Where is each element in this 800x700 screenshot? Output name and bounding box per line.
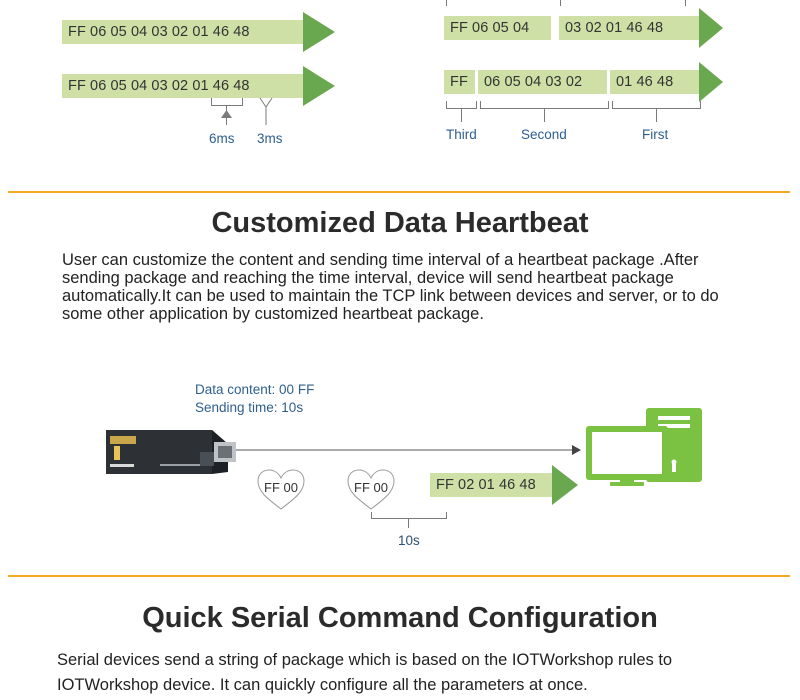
interval-10s-tick: [408, 518, 409, 528]
guide-tick-2: [560, 0, 561, 6]
serial-description: Serial devices send a string of package …: [57, 651, 673, 694]
label-second: Second: [521, 127, 567, 142]
guide-tick-1: [446, 0, 447, 6]
packet-full-2: FF 06 05 04 03 02 01 46 48: [62, 74, 315, 98]
split-row2-seg1: FF: [444, 70, 475, 94]
split-row1-seg1: FF 06 05 04: [444, 16, 551, 40]
data-content-label: Data content: 00 FF: [195, 382, 315, 397]
connection-line-arrow: [236, 445, 581, 455]
heartbeat-heart-1-icon: FF 00: [257, 469, 305, 510]
tick-third: [461, 108, 462, 122]
tick-second: [544, 108, 545, 122]
heartbeat-description: User can customize the content and sendi…: [62, 251, 719, 323]
heart-2-text: FF 00: [354, 480, 388, 495]
split-row1-arrowhead: [699, 8, 723, 48]
computer-icon: [586, 408, 702, 486]
interval-10s-bracket: [371, 512, 447, 519]
section-divider-2: [8, 575, 790, 577]
label-3ms: 3ms: [257, 131, 283, 146]
gap-6ms-pointer: [221, 110, 232, 118]
sending-time-label: Sending time: 10s: [195, 400, 304, 415]
interval-10s-label: 10s: [398, 533, 420, 548]
serial-server-device-icon: [106, 430, 236, 474]
guide-tick-3: [685, 0, 686, 6]
section-divider-1: [8, 191, 790, 193]
heartbeat-packet-arrowhead: [552, 465, 578, 505]
tick-first: [656, 108, 657, 122]
label-first: First: [642, 127, 669, 142]
label-third: Third: [446, 127, 477, 142]
serial-title: Quick Serial Command Configuration: [142, 602, 658, 634]
gap-6ms-bracket: [211, 98, 243, 106]
label-6ms: 6ms: [209, 131, 235, 146]
packet-full-1: FF 06 05 04 03 02 01 46 48: [62, 20, 315, 44]
split-row1-seg2: 03 02 01 46 48: [559, 16, 699, 40]
arrowhead-1: [303, 12, 335, 52]
gap-3ms-marker: [259, 97, 273, 125]
heartbeat-heart-2-icon: FF 00: [347, 469, 395, 510]
heartbeat-packet: FF 02 01 46 48: [430, 473, 552, 497]
heartbeat-title: Customized Data Heartbeat: [211, 207, 589, 239]
split-row2-seg2: 06 05 04 03 02: [478, 70, 607, 94]
split-row2-arrowhead: [699, 62, 723, 102]
split-row2-seg3: 01 46 48: [610, 70, 699, 94]
heart-1-text: FF 00: [264, 480, 298, 495]
arrowhead-2: [303, 66, 335, 106]
